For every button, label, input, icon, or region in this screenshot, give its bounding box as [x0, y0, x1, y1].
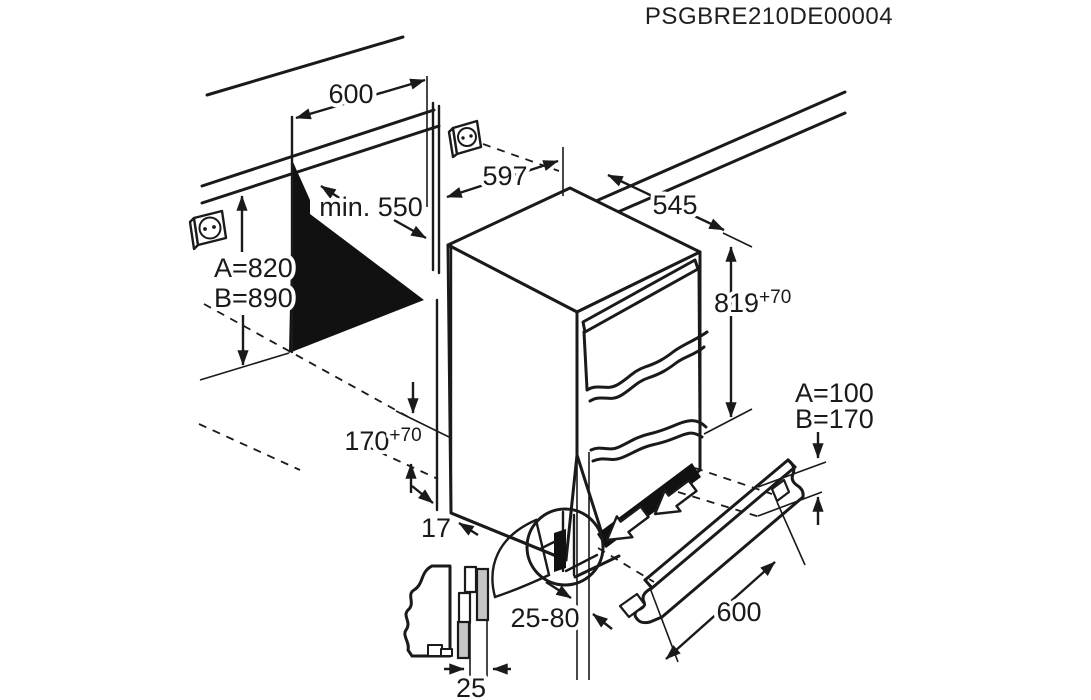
plinth-height-label-a: A=100	[795, 378, 874, 408]
power-socket-icon-niche	[447, 119, 560, 172]
socket-pin	[203, 227, 207, 231]
dim-plinth-setback: 25-80	[506, 580, 613, 637]
dashed-floor-line-1	[203, 303, 413, 420]
door-torn-edge-lower-1	[589, 419, 708, 452]
plinth-height-label-b: B=170	[795, 404, 874, 434]
door-right-edge	[697, 267, 702, 430]
socket-face	[451, 119, 483, 156]
door-torn-edge-upper-2	[588, 345, 706, 403]
plinth-recess-height-label: 170+70	[344, 425, 421, 456]
counter-back-edge-left	[205, 35, 405, 97]
dim-niche-depth: min. 550	[315, 184, 427, 240]
plinth-length-label: 600	[716, 597, 761, 627]
dashed-projection-line	[694, 467, 773, 495]
cabinet-cross-section-blob	[403, 564, 452, 658]
dim-extension-line	[395, 410, 450, 438]
dim-arrow	[320, 184, 345, 203]
dim-line	[295, 78, 426, 120]
dim-line	[665, 561, 776, 660]
niche-shadow	[289, 162, 424, 353]
appliance-depth-label: 545	[652, 190, 697, 220]
floor-edge-line	[199, 352, 290, 381]
plinth-cut-face-left	[618, 592, 647, 619]
dim-appliance-depth: 545	[607, 173, 725, 232]
socket-pin	[469, 134, 473, 138]
side-clearance-label: 17	[421, 513, 451, 543]
dim-arrow	[545, 580, 572, 600]
mount-rail	[463, 565, 478, 594]
counter-front-edge-bottom	[200, 124, 441, 205]
dim-arrow	[411, 485, 434, 504]
dim-extension-line	[722, 232, 753, 248]
socket-pin	[212, 225, 216, 229]
socket-pin	[461, 136, 465, 140]
plinth-board-lower	[456, 620, 471, 660]
block-arrow-icon-lower	[605, 505, 650, 542]
door-torn-edge-upper-1	[585, 330, 709, 392]
appliance-drawing	[446, 186, 709, 680]
dim-line	[607, 173, 725, 232]
plinth-insert-arrows	[605, 479, 698, 542]
dim-extension-line	[776, 501, 806, 566]
dim-appliance-height: 819+70	[703, 232, 795, 435]
dim-niche-height: A=820 B=890	[210, 195, 297, 366]
plinth-thickness-label: 25	[456, 673, 486, 700]
floor-projection-lines	[198, 303, 439, 480]
dim-plinth-length: 600	[649, 501, 806, 663]
callout-plinth-edge	[554, 529, 566, 572]
fixing-clip	[427, 644, 443, 657]
dim-plinth-recess-height: 170+70	[340, 382, 450, 493]
dim-plinth-thickness: 25	[444, 663, 511, 700]
dim-arrow	[393, 218, 427, 240]
plinth-setback-label: 25-80	[510, 603, 579, 633]
power-socket-icon-left-wall	[188, 209, 228, 251]
dim-extension-line	[703, 408, 753, 435]
callout-base-line	[564, 553, 599, 573]
drawing-code: PSGBRE210DE00004	[645, 3, 893, 30]
dashed-floor-line-3	[365, 445, 439, 480]
dashed-floor-line-2	[198, 423, 301, 471]
dashed-projection-line	[597, 547, 655, 583]
appliance-height-label: 819+70	[714, 287, 791, 318]
plinth-torn-end-right	[786, 458, 805, 499]
niche-cutout	[289, 101, 441, 512]
plinth-cross-section-detail	[403, 564, 490, 677]
fixing-clip	[440, 648, 453, 657]
plinth-board-upper	[475, 567, 490, 622]
detail-callout	[491, 507, 605, 599]
block-arrow-icon-upper	[653, 479, 698, 516]
counter-back-edge-right-top	[594, 90, 847, 203]
socket-ring	[198, 216, 222, 240]
dim-line	[446, 159, 559, 199]
mount-step	[457, 591, 472, 625]
counter-front-edge-top	[200, 108, 436, 188]
door-torn-edge-lower-2	[591, 431, 704, 463]
magnifier-callout-circle	[525, 507, 605, 587]
dim-arrow	[592, 613, 613, 630]
dim-extension-line	[757, 461, 827, 488]
niche-width-label: 600	[328, 79, 373, 109]
appliance-side-bottom-edge	[449, 511, 568, 562]
dim-niche-width: 600	[291, 75, 428, 207]
dim-extension-line	[757, 491, 823, 517]
plinth-cut-face-right	[770, 478, 791, 503]
door-left-edge	[582, 330, 589, 391]
plinth-left-top-edge	[643, 578, 654, 590]
niche-height-label-b: B=890	[214, 283, 293, 313]
callout-tail	[491, 518, 551, 599]
niche-depth-label: min. 550	[319, 192, 423, 222]
socket-face	[192, 209, 228, 247]
dim-plinth-height: A=100 B=170	[757, 374, 878, 525]
niche-rear-width-label: 597	[482, 161, 527, 191]
callout-base-line	[538, 540, 556, 551]
niche-height-label-a: A=820	[214, 253, 293, 283]
socket-ring	[457, 127, 477, 147]
dim-niche-rear-width: 597	[446, 147, 564, 199]
plinth-top-back-edge	[643, 458, 790, 582]
dim-arrow	[458, 521, 479, 537]
dim-side-clearance: 17	[411, 485, 479, 547]
